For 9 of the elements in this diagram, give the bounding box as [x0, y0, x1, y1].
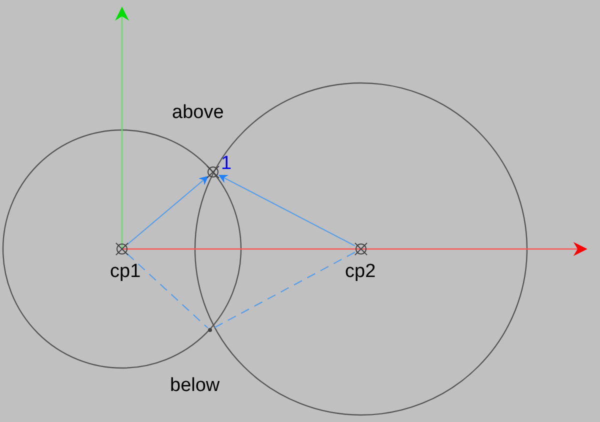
region-label: above [172, 103, 224, 123]
point-label: 1 [221, 154, 232, 174]
arrow [126, 176, 208, 245]
dashed-line [126, 253, 208, 328]
point-label: cp2 [345, 262, 376, 282]
region-label: below [170, 376, 220, 396]
dashed-line [212, 252, 356, 330]
point-label: cp1 [110, 262, 141, 282]
arrow [218, 174, 356, 246]
